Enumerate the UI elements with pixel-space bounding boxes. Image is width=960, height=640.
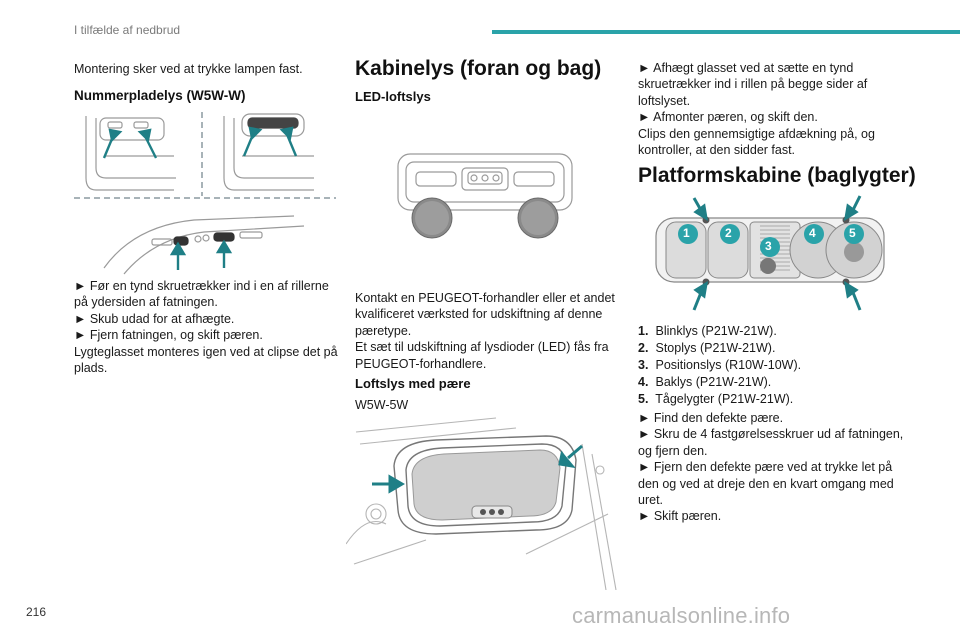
bulb-light-steps: ► Afhægt glasset ved at sætte en tynd sk… [638, 60, 908, 158]
watermark: carmanualsonline.info [572, 603, 791, 628]
led-text-line: pæretype. [355, 323, 412, 338]
part-number: 5. [638, 392, 649, 406]
bulb-ceiling-light-illustration [346, 417, 617, 590]
led-text: Kontakt en PEUGEOT-forhandler eller et a… [355, 290, 615, 372]
diagram-number-1: 1 [683, 226, 690, 240]
header-accent-bar [492, 30, 960, 34]
step-line: og fjern den. [638, 443, 708, 458]
part-label: Tågelygter (P21W-21W). [655, 392, 794, 406]
step-line: skruetrækker ind i rillen på begge sider… [638, 77, 868, 92]
bulb-type: W5W-5W [355, 398, 409, 412]
step-line: kontroller, at den sidder fast. [638, 143, 796, 158]
step-line: ► Skru de 4 fastgørelsesskruer ud af fat… [638, 427, 904, 442]
rear-light-graphic [655, 195, 885, 311]
led-text-line: PEUGEOT-forhandlere. [355, 356, 487, 371]
led-subheading: LED-loftslys [355, 89, 431, 104]
intro-text: Montering sker ved at trykke lampen fast… [74, 62, 303, 76]
step-line: ► Fjern fatningen, og skift pæren. [74, 328, 263, 343]
step-line: plads. [74, 361, 108, 376]
bulb-light-subheading: Loftslys med pære [355, 376, 471, 391]
parts-list-item: 2. Stoplys (P21W-21W). [638, 340, 801, 357]
step-line: ► Før en tynd skruetrækker ind i en af r… [74, 279, 329, 293]
parts-list-item: 3. Positionslys (R10W-10W). [638, 357, 801, 374]
part-number: 1. [638, 324, 649, 338]
part-number: 2. [638, 341, 649, 355]
part-label: Positionslys (R10W-10W). [655, 358, 802, 372]
parts-list-item: 5. Tågelygter (P21W-21W). [638, 391, 801, 408]
led-text-line: Et sæt til udskiftning af lysdioder (LED… [355, 340, 609, 355]
step-line: ► Afmonter pæren, og skift den. [638, 110, 818, 125]
step-line: Lygteglasset monteres igen ved at clipse… [74, 344, 338, 359]
platform-cab-heading: Platformskabine (baglygter) [638, 164, 916, 187]
step-line: ► Skub udad for at afhægte. [74, 311, 235, 326]
step-line: den og ved at dreje den en kvart omgang … [638, 476, 894, 491]
rear-light-diagram: 1 2 3 4 5 [650, 192, 890, 314]
step-line: loftslyset. [638, 93, 691, 108]
step-line: ► Skift pæren. [638, 509, 722, 524]
step-line: ► Afhægt glasset ved at sætte en tynd [638, 61, 854, 75]
parts-list-item: 1. Blinklys (P21W-21W). [638, 323, 801, 340]
part-label: Blinklys (P21W-21W). [655, 324, 777, 338]
led-ceiling-light-illustration [397, 153, 573, 239]
step-line: ► Fjern den defekte pære ved at trykke l… [638, 460, 893, 475]
step-line: på ydersiden af fatningen. [74, 295, 218, 310]
part-number: 3. [638, 358, 649, 372]
led-text-line: Kontakt en PEUGEOT-forhandler eller et a… [355, 291, 615, 305]
led-text-line: kvalificeret værksted for udskiftning af… [355, 307, 603, 322]
step-line: Clips den gennemsigtige afdækning på, og [638, 126, 875, 141]
diagram-number-4: 4 [809, 226, 816, 240]
page-number: 216 [26, 605, 47, 619]
rear-light-steps: ► Find den defekte pære. ► Skru de 4 fas… [638, 410, 918, 525]
diagram-number-2: 2 [725, 226, 732, 240]
diagram-number-5: 5 [849, 226, 856, 240]
part-number: 4. [638, 375, 649, 389]
running-header: I tilfælde af nedbrud [74, 23, 181, 37]
license-plate-illustration [74, 112, 336, 275]
parts-list: 1. Blinklys (P21W-21W). 2. Stoplys (P21W… [638, 323, 801, 408]
diagram-number-3: 3 [765, 239, 772, 253]
parts-list-item: 4. Baklys (P21W-21W). [638, 374, 801, 391]
license-plate-steps: ► Før en tynd skruetrækker ind i en af r… [74, 278, 344, 376]
cabin-light-heading: Kabinelys (foran og bag) [355, 57, 602, 80]
step-line: ► Find den defekte pære. [638, 411, 784, 425]
step-line: uret. [638, 493, 664, 508]
part-label: Baklys (P21W-21W). [655, 375, 772, 389]
license-plate-heading: Nummerpladelys (W5W-W) [74, 88, 246, 103]
part-label: Stoplys (P21W-21W). [655, 341, 776, 355]
